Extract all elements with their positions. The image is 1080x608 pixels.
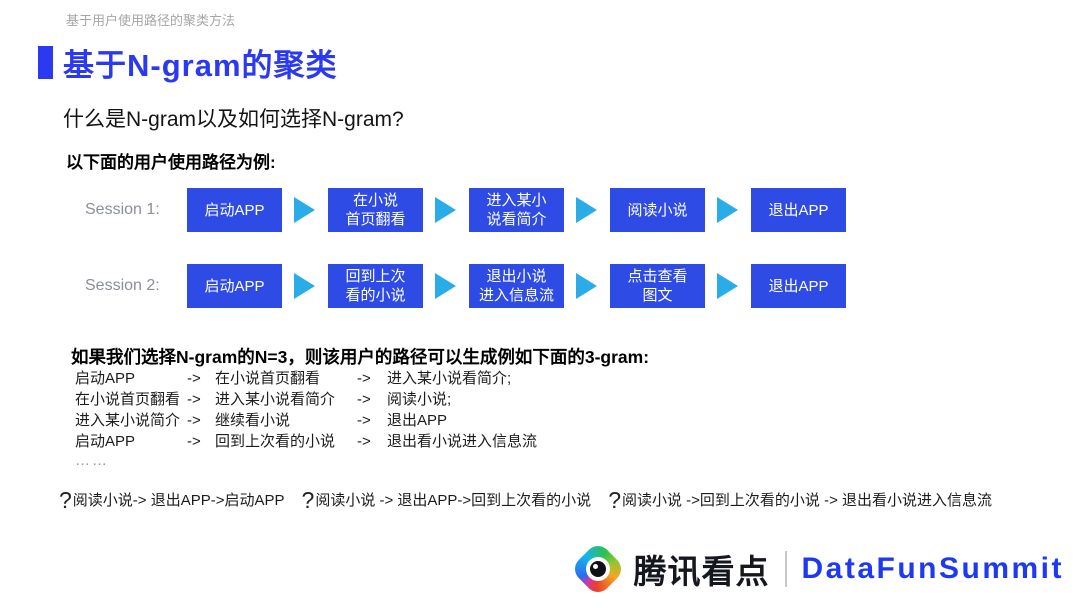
question-segment: ? 阅读小说-> 退出APP->启动APP — [59, 489, 285, 512]
ngram-item: 启动APP — [75, 370, 136, 387]
flow-step: 在小说 首页翻看 — [328, 188, 423, 232]
ngram-item: 进入某小说看简介 — [215, 391, 336, 408]
question-mark-icon: ? — [301, 487, 315, 513]
ngram-row: 启动APP -> 回到上次看的小说 -> 退出看小说进入信息流 — [75, 431, 537, 452]
ngram-arrow: -> — [357, 412, 371, 429]
ngram-item: 回到上次看的小说 — [215, 433, 336, 450]
question-text: 阅读小说 -> 退出APP->回到上次看的小说 — [315, 492, 592, 509]
ngram-arrow: -> — [187, 433, 201, 450]
example-label: 以下面的用户使用路径为例: — [66, 153, 276, 172]
arrow-right-icon — [435, 273, 456, 299]
ngram-rows: 启动APP -> 在小说首页翻看 -> 进入某小说看简介; 在小说首页翻看 ->… — [75, 368, 537, 452]
question-text: 阅读小说-> 退出APP->启动APP — [72, 492, 285, 509]
question-line: ? 阅读小说-> 退出APP->启动APP ? 阅读小说 -> 退出APP->回… — [59, 489, 992, 512]
arrow-right-icon — [294, 197, 315, 223]
datafunsummit-logo: DataFunSummit — [801, 552, 1064, 585]
flow-step: 阅读小说 — [610, 188, 705, 232]
title-row: 基于N-gram的聚类 — [38, 40, 338, 85]
ngram-ellipsis: …… — [75, 452, 109, 469]
arrow-right-icon — [576, 273, 597, 299]
ngram-arrow: -> — [187, 391, 201, 408]
session-2-flow: Session 2: 启动APP 回到上次 看的小说 退出小说 进入信息流 点击… — [85, 264, 846, 308]
arrow-right-icon — [435, 197, 456, 223]
ngram-item: 阅读小说; — [387, 391, 452, 408]
arrow-right-icon — [717, 197, 738, 223]
flow-step: 退出APP — [751, 264, 846, 308]
flow-step: 回到上次 看的小说 — [328, 264, 423, 308]
arrow-right-icon — [294, 273, 315, 299]
flow-step: 退出APP — [751, 188, 846, 232]
question-mark-icon: ? — [59, 487, 72, 513]
ngram-arrow: -> — [357, 370, 371, 387]
arrow-right-icon — [576, 197, 597, 223]
brand-name: 腾讯看点 — [633, 553, 770, 590]
session-1-flow: Session 1: 启动APP 在小说 首页翻看 进入某小 说看简介 阅读小说… — [85, 188, 846, 232]
session-2-label: Session 2: — [85, 277, 160, 294]
question-segment: ? 阅读小说 ->回到上次看的小说 -> 退出看小说进入信息流 — [608, 489, 992, 512]
ngram-arrow: -> — [357, 433, 371, 450]
title-accent-bar — [38, 46, 53, 79]
flow-step: 启动APP — [187, 188, 282, 232]
question-mark-icon: ? — [608, 487, 621, 513]
ngram-row: 进入某小说简介 -> 继续看小说 -> 退出APP — [75, 410, 537, 431]
flow-step: 进入某小 说看简介 — [469, 188, 564, 232]
intro-question: 什么是N-gram以及如何选择N-gram? — [63, 108, 404, 131]
question-segment: ? 阅读小说 -> 退出APP->回到上次看的小说 — [302, 489, 592, 512]
ngram-item: 退出APP — [387, 412, 448, 429]
ngram-row: 启动APP -> 在小说首页翻看 -> 进入某小说看简介; — [75, 368, 537, 389]
breadcrumb: 基于用户使用路径的聚类方法 — [66, 13, 236, 28]
ngram-arrow: -> — [357, 391, 371, 408]
ngram-item: 在小说首页翻看 — [215, 370, 321, 387]
page-title: 基于N-gram的聚类 — [63, 48, 338, 83]
ngram-item: 进入某小说看简介; — [387, 370, 512, 387]
flow-step: 启动APP — [187, 264, 282, 308]
flow-step: 点击查看 图文 — [610, 264, 705, 308]
ngram-item: 继续看小说 — [215, 412, 291, 429]
ngram-arrow: -> — [187, 370, 201, 387]
ngram-item: 进入某小说简介 — [75, 412, 181, 429]
ngram-item: 在小说首页翻看 — [75, 391, 181, 408]
tencent-kandian-eye-logo-icon — [570, 540, 627, 598]
flow-step: 退出小说 进入信息流 — [469, 264, 564, 308]
ngram-item: 退出看小说进入信息流 — [387, 433, 538, 450]
ngram-row: 在小说首页翻看 -> 进入某小说看简介 -> 阅读小说; — [75, 389, 537, 410]
footer-brand-bar: 腾讯看点 DataFunSummit — [570, 540, 1064, 598]
ngram-item: 启动APP — [75, 433, 136, 450]
logo-eye-glint — [593, 564, 599, 569]
footer-divider — [785, 551, 788, 587]
session-1-label: Session 1: — [85, 201, 160, 218]
arrow-right-icon — [717, 273, 738, 299]
ngram-heading: 如果我们选择N-gram的N=3，则该用户的路径可以生成例如下面的3-gram: — [71, 347, 650, 367]
question-text: 阅读小说 ->回到上次看的小说 -> 退出看小说进入信息流 — [621, 492, 992, 509]
ngram-arrow: -> — [187, 412, 201, 429]
